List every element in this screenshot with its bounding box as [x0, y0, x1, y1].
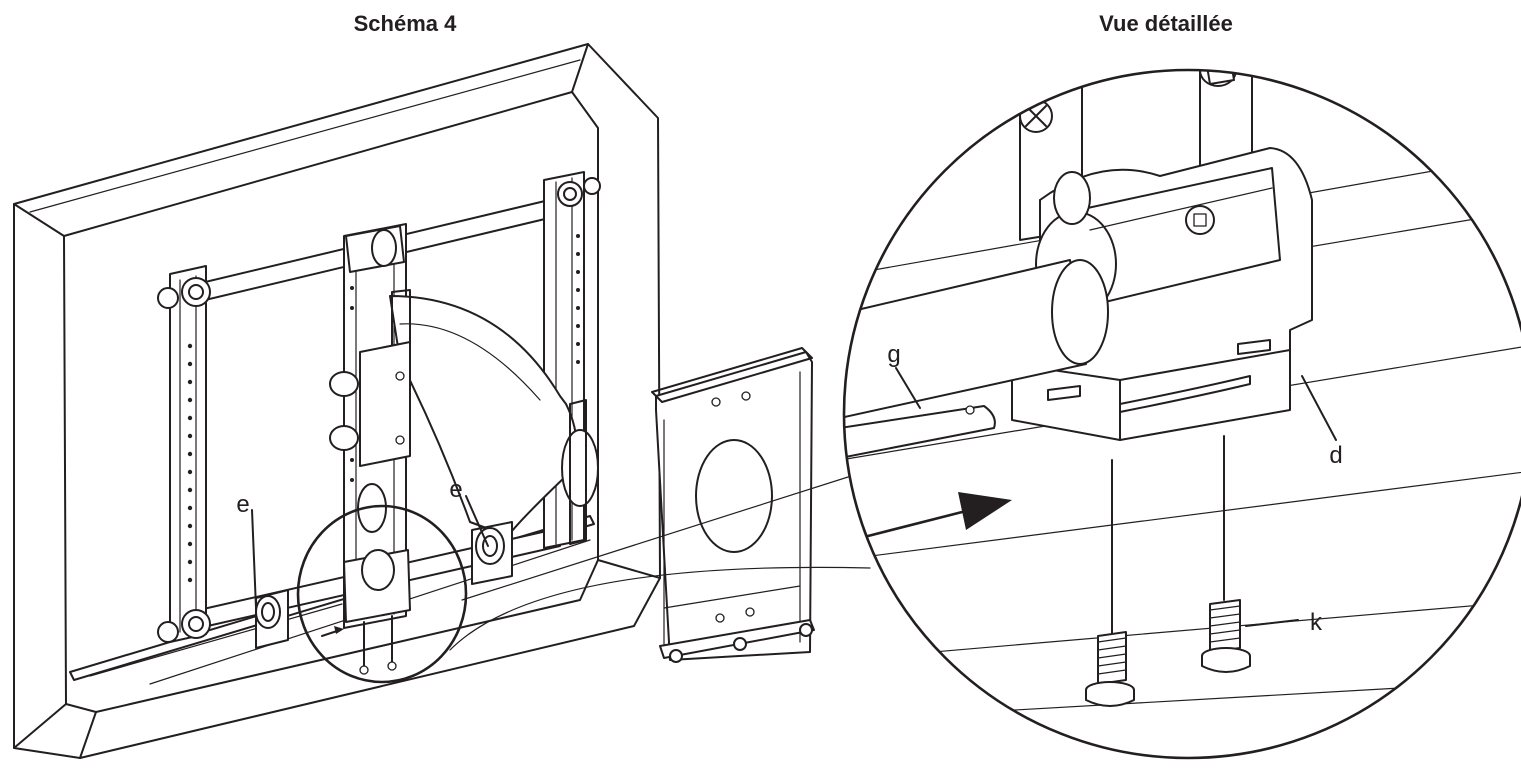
detail-view [842, 68, 1521, 760]
callout-g: g [887, 341, 921, 409]
label-e-right: e [449, 476, 462, 503]
screw-left [1085, 631, 1135, 707]
callout-d: d [1301, 375, 1343, 469]
label-e-left: e [236, 491, 249, 518]
label-g: g [887, 341, 900, 368]
display-mounting-plate [651, 347, 815, 663]
spacer-bracket-right [471, 521, 513, 585]
label-d: d [1329, 442, 1342, 469]
magnifier-connector-top [461, 469, 871, 601]
spacer-bracket-left [255, 589, 289, 649]
swing-arm [329, 289, 599, 545]
left-vertical-bracket [157, 265, 211, 643]
label-k: k [1310, 609, 1323, 636]
callout-e-left: e [236, 491, 257, 609]
callout-e-right: e [449, 476, 489, 547]
detail-view-title: Vue détaillée [1099, 11, 1233, 36]
screw-right [1201, 599, 1251, 673]
main-diagram-title: Schéma 4 [354, 11, 457, 36]
callout-k: k [1245, 609, 1323, 636]
magnifier-connector-bottom [449, 566, 871, 651]
detail-callout-circle [296, 504, 468, 684]
